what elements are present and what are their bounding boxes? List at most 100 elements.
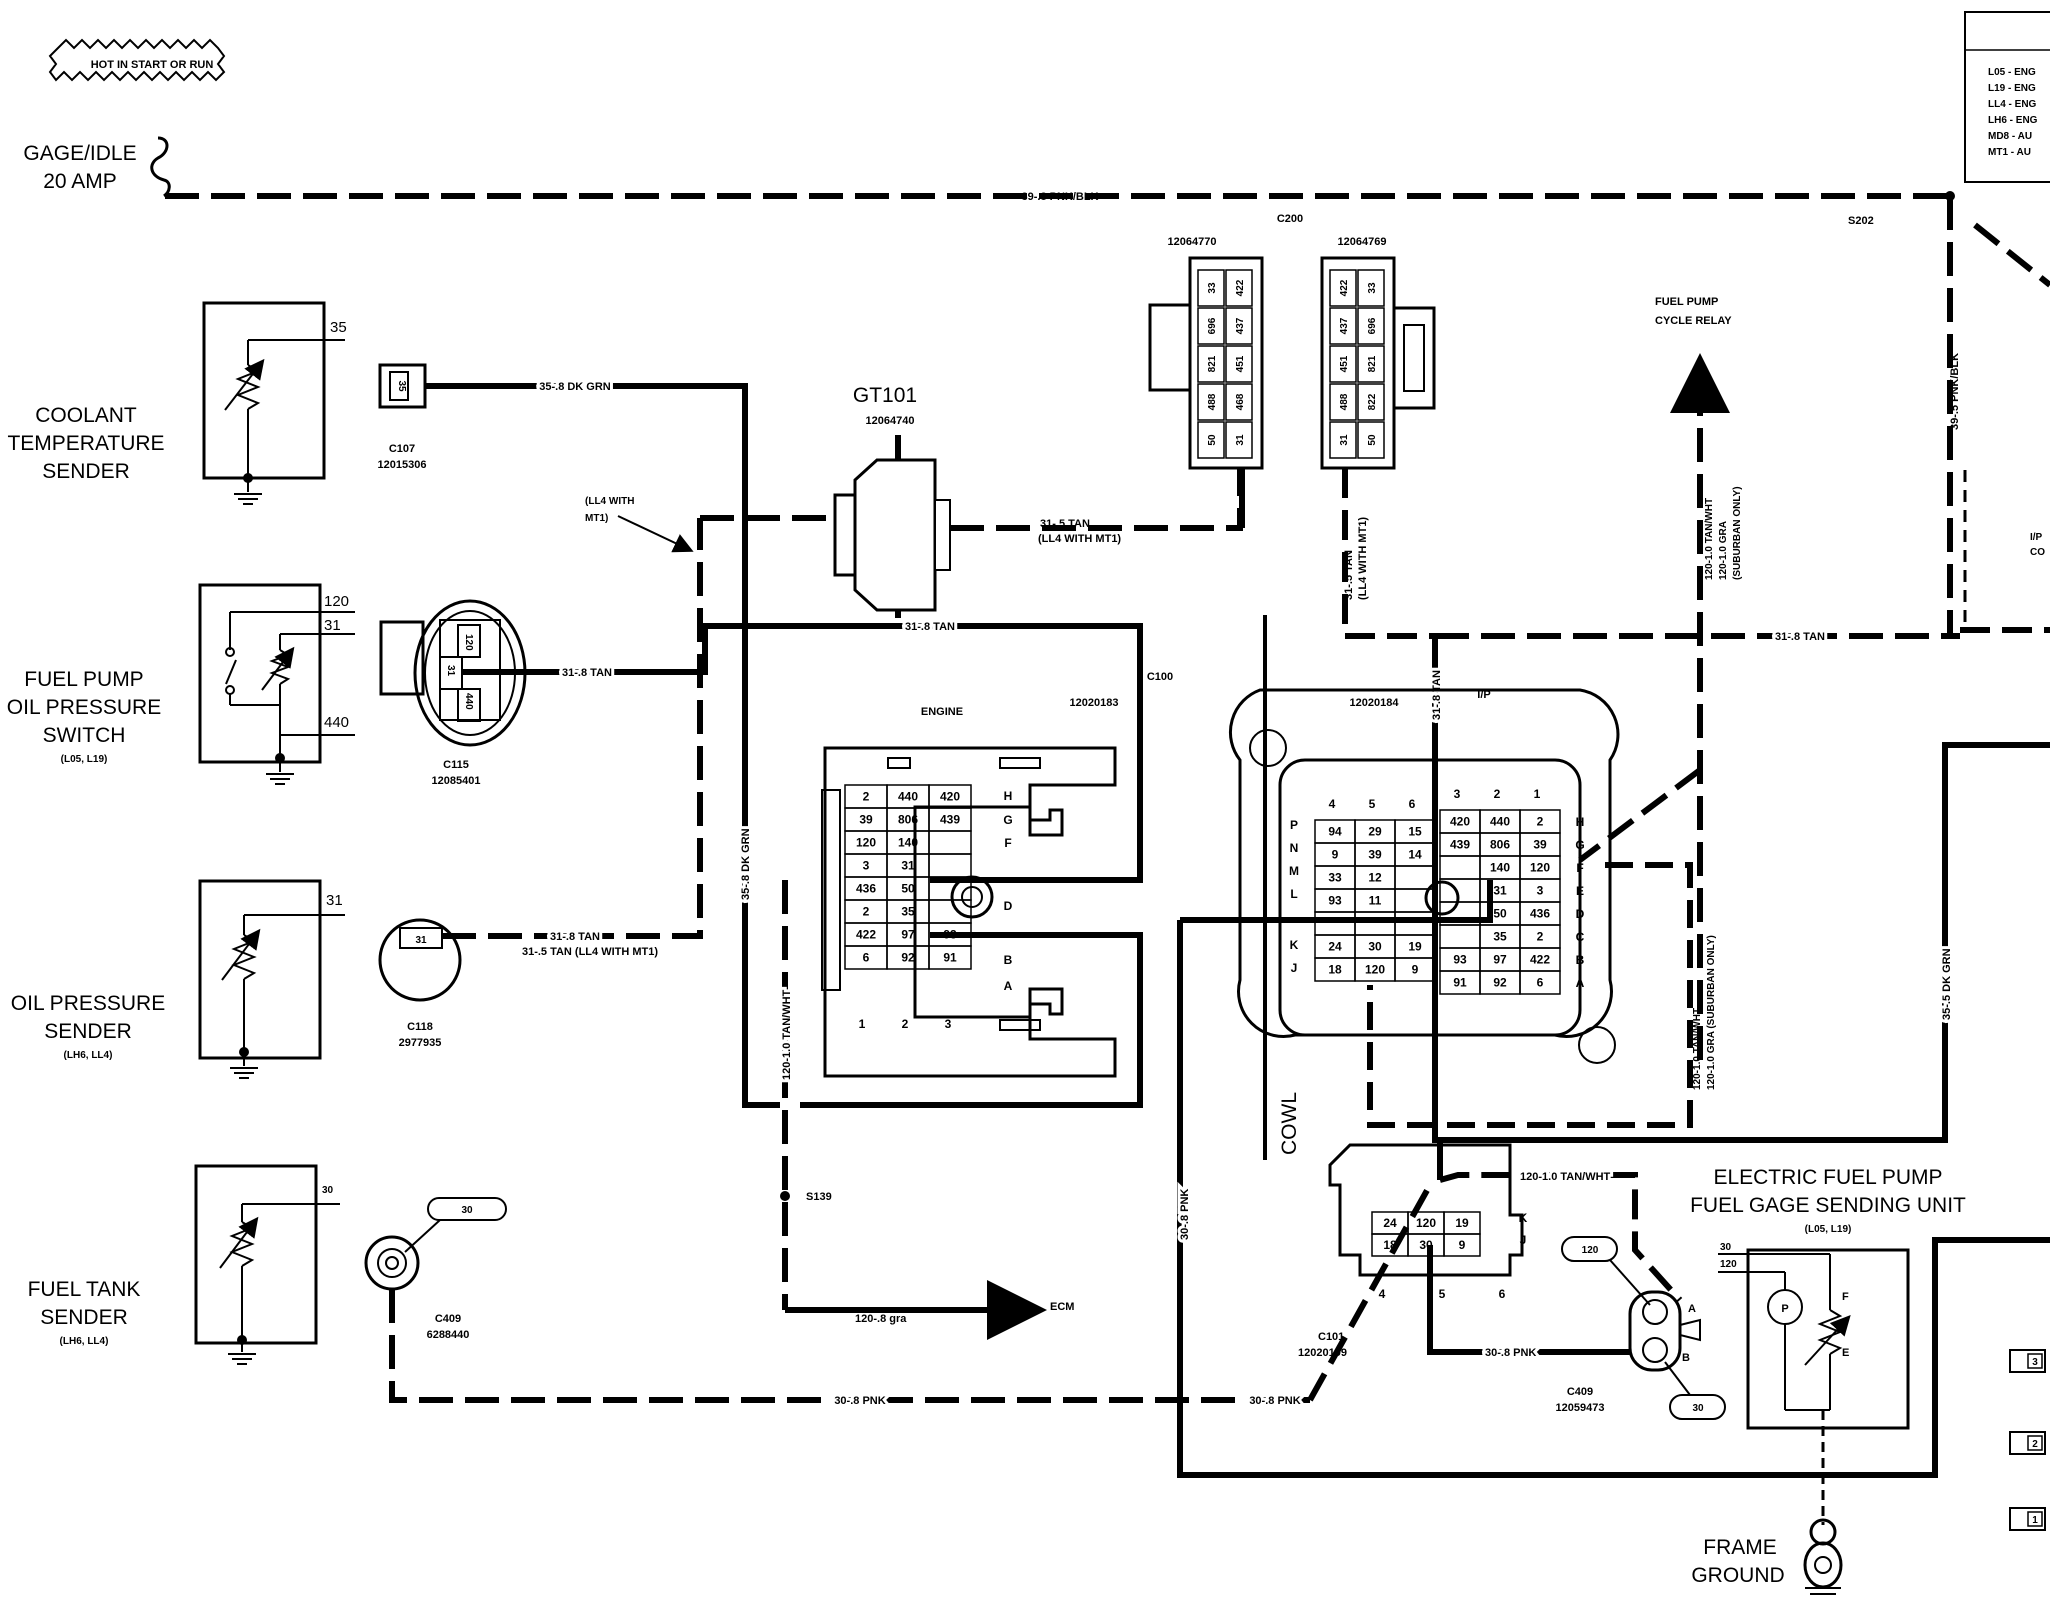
c100-ip-label: I/P [1477, 689, 1490, 701]
c200-cavity [1197, 345, 1225, 383]
c100-ip-left-row: M [1289, 864, 1299, 878]
c409b-part: 12059473 [1556, 1402, 1605, 1414]
c100-engine-row: H [1004, 789, 1013, 803]
c100-ip-left-row: J [1291, 961, 1298, 975]
c100-ip-left-pin: 29 [1368, 825, 1382, 839]
oil-switch-wire [462, 623, 1143, 883]
fuel-pump-oil-pressure-switch: 120 31 440 [198, 583, 355, 785]
ecm-label: ECM [1050, 1301, 1074, 1313]
fuel-tank-sender: 30 [194, 1164, 340, 1365]
c200-pin: 696 [1367, 317, 1378, 334]
c100-engine-pin: 140 [898, 836, 918, 850]
c100-ip-left-cell [1394, 911, 1436, 936]
c200-pin: 31 [1235, 434, 1246, 446]
c200-cavity [1329, 383, 1357, 421]
c101-pin: 18 [1383, 1238, 1397, 1252]
c100-engine-pin: 91 [943, 951, 957, 965]
c100-ip-right-pin: 3 [1537, 884, 1544, 898]
c100-ip-right-pin: 422 [1530, 953, 1550, 967]
engine-vertical-label: 120-1.0 TAN/WHT [781, 989, 793, 1080]
ip-pnk-wire [1180, 880, 1493, 923]
c101-pin: 120 [1416, 1216, 1436, 1230]
pump-wire-label-2: 120-1.0 GRA (SUBURBAN ONLY) [1706, 935, 1717, 1090]
c100-ip-left-pin: 30 [1368, 940, 1382, 954]
pump-pin-e: E [1842, 1347, 1849, 1359]
c100-ip-left-col: 6 [1409, 797, 1416, 811]
c200-pin: 468 [1235, 393, 1246, 410]
c100-engine-col: 1 [859, 1017, 866, 1031]
c200-cavity [1225, 307, 1253, 345]
c200-down-label-2: (LL4 WITH MT1) [1357, 517, 1369, 600]
c101-id: C101 [1318, 1331, 1344, 1343]
c100-ip-right-row: F [1576, 861, 1583, 875]
c100-ip-left-col: 5 [1369, 797, 1376, 811]
c100-engine-pin: 2 [863, 905, 870, 919]
switch-sub: (L05, L19) [61, 754, 108, 765]
c100-ip-left-pin: 120 [1365, 963, 1385, 977]
c100-bridge-wire-b [800, 932, 1143, 1108]
c100-ip-right-row: C [1576, 930, 1585, 944]
coolant-wire-label: 35-.8 DK GRN [539, 381, 611, 393]
c100-ip-right-cell [1439, 924, 1481, 949]
c100-ip-left-pin: 24 [1328, 940, 1342, 954]
relay-wire-label-2: 120-1.0 GRA [1718, 521, 1729, 580]
c100-engine-col: 2 [902, 1017, 909, 1031]
switch-label-1: FUEL PUMP [24, 668, 143, 691]
tank-sender-pin: 30 [322, 1185, 334, 1196]
c101-col: 5 [1439, 1287, 1446, 1301]
c200-down-label-1: 31-.5 TAN [1343, 550, 1355, 600]
c409a-id: C409 [435, 1313, 461, 1325]
c100-ip-right-pin: 420 [1450, 815, 1470, 829]
c101-pin: 19 [1455, 1216, 1469, 1230]
c100-ip-left-cell [1354, 911, 1396, 936]
tank-sender-label-2: SENDER [40, 1306, 128, 1329]
switch-pin-120: 120 [324, 593, 349, 610]
c100-ip-left-pin: 12 [1368, 871, 1382, 885]
c101-pin: 24 [1383, 1216, 1397, 1230]
c200-pin: 451 [1235, 355, 1246, 372]
oil-pressure-sender: 31 [198, 879, 345, 1079]
c200-cavity [1357, 345, 1385, 383]
c118-id: C118 [407, 1021, 433, 1033]
c200-cavity [1329, 421, 1357, 459]
gt101-id: GT101 [853, 384, 917, 407]
c100-ip-right-pin: 2 [1537, 930, 1544, 944]
switch-pin-440: 440 [324, 714, 349, 731]
c200-pin: 33 [1207, 282, 1218, 294]
c100-ip-left-row: P [1290, 818, 1298, 832]
right-pin: 3 [2032, 1357, 2038, 1368]
c200-pin: 821 [1207, 355, 1218, 372]
gt101-right-label-2: (LL4 WITH MT1) [1038, 533, 1121, 545]
c100-engine-pin: 436 [856, 882, 876, 896]
c100-ip-right-cell [1439, 855, 1481, 880]
c409b-pin: 120 [1582, 1245, 1599, 1256]
c200-pin: 422 [1339, 279, 1350, 296]
c100-engine-pin: 439 [940, 813, 960, 827]
c100-ip-right-pin: 93 [1453, 953, 1467, 967]
c200-cavity [1225, 345, 1253, 383]
legend-item: L19 - ENG [1988, 83, 2036, 94]
c115-part: 12085401 [432, 775, 481, 787]
fuse-symbol [150, 136, 171, 198]
c100-ip-right-pin: 39 [1533, 838, 1547, 852]
pump-pin-120: 120 [1720, 1259, 1737, 1270]
coolant-label-3: SENDER [42, 460, 130, 483]
c200-pin: 50 [1367, 434, 1378, 446]
relay-label-1: FUEL PUMP [1655, 296, 1718, 308]
c100-engine-pin: 2 [863, 790, 870, 804]
ip-to-pump-wire [1432, 742, 2050, 1143]
connector-c409-tank: 30 C409 6288440 [364, 1197, 507, 1341]
c200-cavity [1357, 383, 1385, 421]
c100-ip-left-pin: 93 [1328, 894, 1342, 908]
c100-ip-left-row: N [1290, 841, 1299, 855]
legend-item: LL4 - ENG [1988, 99, 2037, 110]
c100-engine-cell [928, 945, 972, 970]
c100-ip-left-pin: 9 [1412, 963, 1419, 977]
c100-ip-right-row: G [1575, 838, 1584, 852]
frame-ground-icon [1803, 1518, 1843, 1595]
c100-engine-row: D [1004, 899, 1013, 913]
c100-engine-cell [928, 830, 972, 855]
